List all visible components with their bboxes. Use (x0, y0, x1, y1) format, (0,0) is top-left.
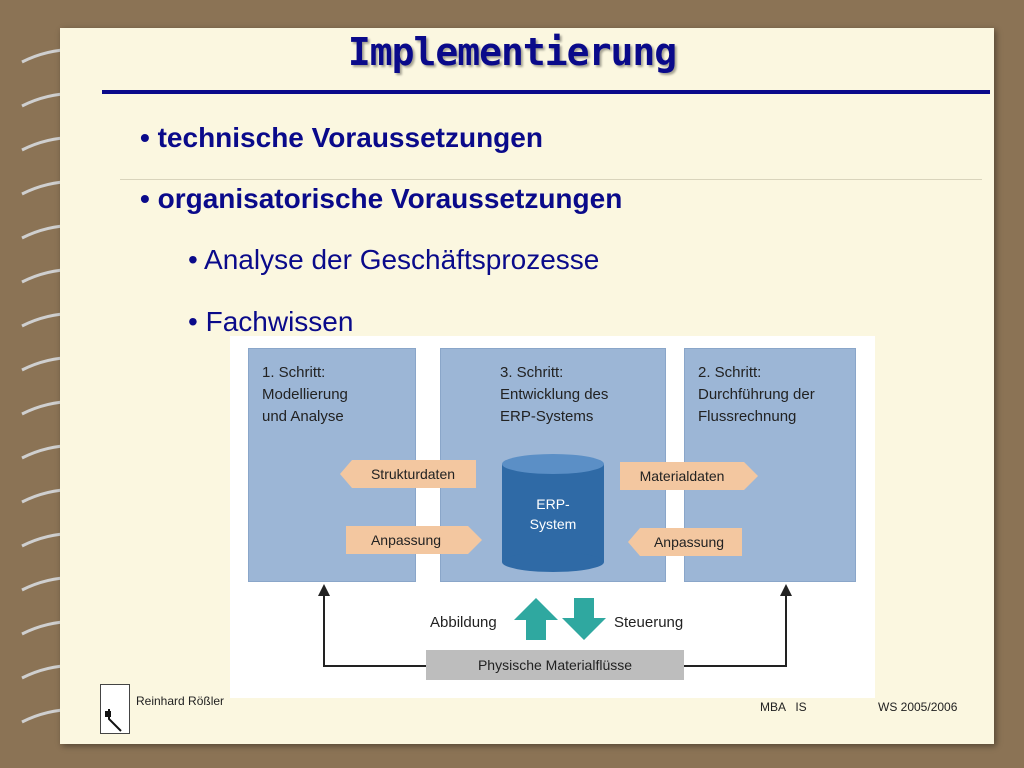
step-box-text: 2. Schritt: Durchführung der Flussrechnu… (698, 362, 815, 428)
slide-title: Implementierung (347, 30, 677, 74)
step-desc-line1: Modellierung (262, 386, 348, 403)
flow-label-control: Steuerung (614, 614, 684, 631)
step-desc-line2: und Analyse (262, 408, 344, 425)
arrow-down-icon (562, 598, 606, 640)
bullet-text: Fachwissen (205, 306, 354, 337)
title-underline (102, 90, 990, 94)
tag-adjustment-left: Anpassung (370, 532, 442, 548)
footer-author: Reinhard Rößler (136, 694, 225, 708)
bullet-marker: • (140, 122, 150, 153)
bullet-text: technische Voraussetzungen (157, 122, 543, 153)
tag-adjustment-right: Anpassung (653, 534, 725, 550)
bullet-marker: • (188, 244, 198, 275)
step-desc-line2: Flussrechnung (698, 408, 797, 425)
erp-label-line1: ERP- (536, 496, 570, 512)
step-label: 2. Schritt: (698, 364, 762, 381)
author-logo-icon (100, 684, 130, 734)
step-label: 3. Schritt: (500, 364, 564, 381)
bullet-text: Analyse der Geschäftsprozesse (204, 244, 600, 275)
feedback-loop (318, 584, 792, 667)
physical-flows-bar: Physische Materialflüsse (426, 650, 684, 680)
step-box-text: 1. Schritt: Modellierung und Analyse (262, 362, 348, 428)
sub-bullet-expertise: • Fachwissen (188, 306, 353, 338)
arrow-left-icon (340, 460, 476, 488)
arrow-right-icon (346, 526, 482, 554)
sub-bullet-analysis: • Analyse der Geschäftsprozesse (188, 244, 599, 276)
tag-material-data: Materialdaten (639, 468, 725, 484)
erp-system-label: ERP- System (508, 494, 598, 534)
tag-structure-data: Strukturdaten (370, 466, 456, 482)
step-desc-line1: Entwicklung des (500, 386, 609, 403)
bullet-marker: • (188, 306, 198, 337)
erp-label-line2: System (529, 516, 577, 532)
footer-course: MBA IS (760, 700, 807, 714)
arrow-left-icon (628, 528, 742, 556)
bullet-organisational: • organisatorische Voraussetzungen (140, 183, 622, 215)
step-desc-line1: Durchführung der (698, 386, 815, 403)
arrow-up-icon (514, 598, 558, 640)
step-box-text: 3. Schritt: Entwicklung des ERP-Systems (500, 362, 608, 428)
arrow-right-icon (620, 462, 758, 490)
footer-term: WS 2005/2006 (878, 700, 958, 714)
step-desc-line2: ERP-Systems (500, 408, 594, 425)
erp-database-icon (502, 454, 604, 572)
bullet-text: organisatorische Voraussetzungen (157, 183, 623, 214)
flow-label-mapping: Abbildung (430, 614, 497, 631)
step-label: 1. Schritt: (262, 364, 326, 381)
bullet-marker: • (140, 183, 150, 214)
divider (120, 179, 982, 180)
bullet-technical: • technische Voraussetzungen (140, 122, 543, 154)
